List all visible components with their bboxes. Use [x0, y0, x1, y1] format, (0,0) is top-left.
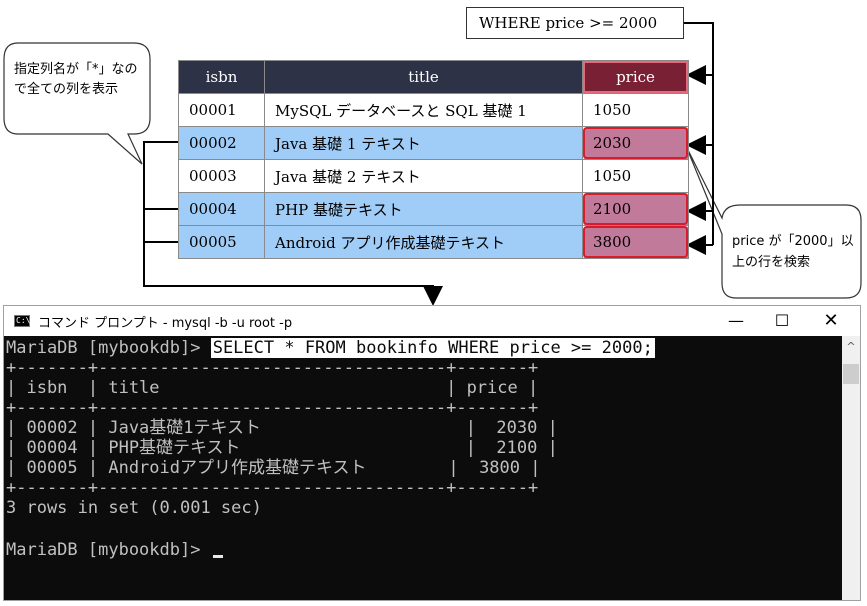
- right-speech-bubble: [685, 145, 862, 299]
- cell-isbn: 00005: [178, 225, 265, 259]
- header-price: price: [582, 60, 689, 94]
- table-row: 00002 Java 基礎 1 テキスト 2030: [178, 126, 689, 160]
- bubble-right-text: price が「2000」以上の行を検索: [732, 234, 854, 270]
- where-clause-callout: WHERE price >= 2000: [466, 7, 684, 39]
- cell-isbn: 00001: [178, 93, 265, 127]
- prompt: MariaDB [mybookdb]>: [6, 338, 211, 358]
- vertical-scrollbar[interactable]: ^: [842, 336, 860, 600]
- minimize-button[interactable]: —: [728, 311, 744, 330]
- result-summary: 3 rows in set (0.001 sec): [6, 498, 262, 518]
- sql-query: SELECT * FROM bookinfo WHERE price >= 20…: [210, 338, 655, 358]
- cell-title: Android アプリ作成基礎テキスト: [264, 225, 583, 259]
- cell-price: 1050: [582, 93, 689, 127]
- cell-title: Java 基礎 2 テキスト: [264, 159, 583, 193]
- scrollbar-thumb[interactable]: [843, 364, 859, 384]
- final-prompt-line: MariaDB [mybookdb]>: [6, 540, 223, 560]
- table-row: 00004 PHP 基礎テキスト 2100: [178, 192, 689, 226]
- bookinfo-table: isbn title price 00001 MySQL データベースと SQL…: [178, 60, 689, 259]
- cell-price: 2100: [582, 192, 689, 226]
- cell-title: MySQL データベースと SQL 基礎 1: [264, 93, 583, 127]
- cell-title: Java 基礎 1 テキスト: [264, 126, 583, 160]
- cell-title: PHP 基礎テキスト: [264, 192, 583, 226]
- cell-price: 3800: [582, 225, 689, 259]
- table-separator: +-------+-------------------------------…: [6, 358, 539, 378]
- result-row: | 00002 | Java基礎1テキスト | 2030 |: [6, 418, 558, 438]
- prompt: MariaDB [mybookdb]>: [6, 540, 211, 560]
- cell-price: 2030: [582, 126, 689, 160]
- scroll-up-icon[interactable]: ^: [846, 340, 856, 353]
- result-row: | 00005 | Androidアプリ作成基礎テキスト | 3800 |: [6, 458, 541, 478]
- maximize-button[interactable]: ☐: [774, 311, 790, 330]
- close-button[interactable]: ✕: [823, 310, 839, 331]
- console-screen[interactable]: MariaDB [mybookdb]> SELECT * FROM bookin…: [4, 336, 842, 600]
- window-title: コマンド プロンプト - mysql -b -u root -p: [38, 316, 293, 331]
- table-row: 00005 Android アプリ作成基礎テキスト 3800: [178, 225, 689, 259]
- cell-isbn: 00003: [178, 159, 265, 193]
- result-header: | isbn | title | price |: [6, 378, 539, 398]
- table-header-row: isbn title price: [178, 60, 689, 94]
- cell-isbn: 00002: [178, 126, 265, 160]
- header-isbn: isbn: [178, 60, 265, 94]
- result-row: | 00004 | PHP基礎テキスト | 2100 |: [6, 438, 558, 458]
- cell-isbn: 00004: [178, 192, 265, 226]
- table-separator: +-------+-------------------------------…: [6, 398, 539, 418]
- table-row: 00003 Java 基礎 2 テキスト 1050: [178, 159, 689, 193]
- prompt-line: MariaDB [mybookdb]> SELECT * FROM bookin…: [6, 338, 655, 358]
- table-row: 00001 MySQL データベースと SQL 基礎 1 1050: [178, 93, 689, 127]
- text-cursor: [212, 555, 223, 558]
- bubble-left-text: 指定列名が「*」なので全ての列を表示: [14, 62, 138, 97]
- cell-price: 1050: [582, 159, 689, 193]
- terminal-icon: C:\: [14, 315, 31, 327]
- table-separator: +-------+-------------------------------…: [6, 478, 539, 498]
- header-title: title: [264, 60, 583, 94]
- command-prompt-window: C:\ コマンド プロンプト - mysql -b -u root -p — ☐…: [3, 305, 861, 601]
- left-speech-bubble: [3, 42, 151, 165]
- window-titlebar[interactable]: C:\ コマンド プロンプト - mysql -b -u root -p — ☐…: [4, 306, 860, 336]
